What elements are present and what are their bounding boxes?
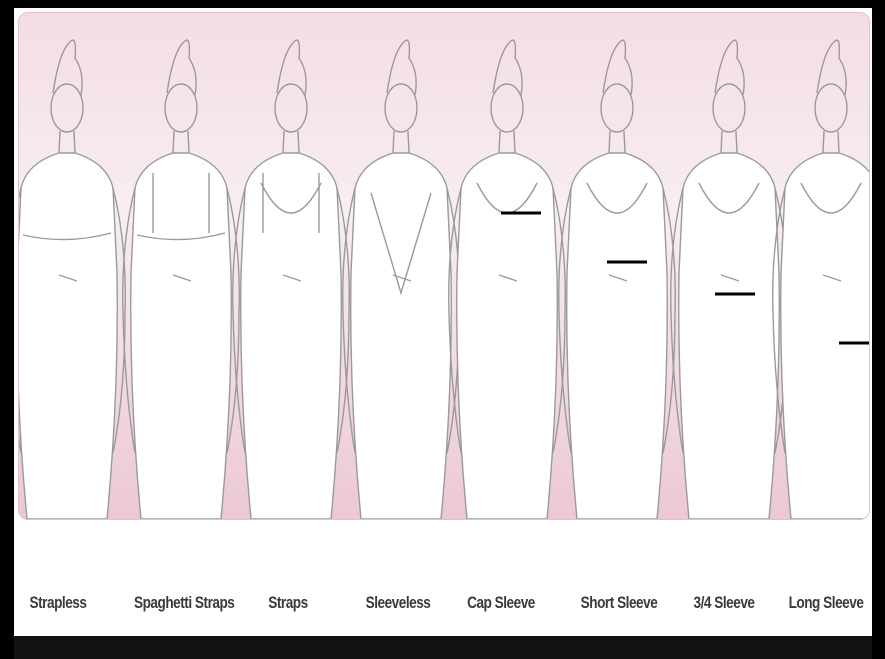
sleeveless-figure <box>343 40 460 519</box>
style-labels: Strapless Spaghetti Straps Straps Sleeve… <box>14 593 872 629</box>
cap-sleeve-figure <box>449 40 566 519</box>
short-sleeve-figure <box>559 40 676 519</box>
long-sleeve-figure <box>773 40 869 519</box>
label-straps: Straps <box>244 593 332 613</box>
figures-svg <box>19 13 869 519</box>
label-short-sleeve: Short Sleeve <box>575 593 663 613</box>
strapless-figure <box>19 40 125 519</box>
label-strapless: Strapless <box>14 593 102 613</box>
label-sleeveless: Sleeveless <box>354 593 442 613</box>
straps-figure <box>233 40 350 519</box>
sleeve-chart-frame: Strapless Spaghetti Straps Straps Sleeve… <box>14 8 872 636</box>
label-long-sleeve: Long Sleeve <box>782 593 870 613</box>
label-spaghetti-straps: Spaghetti Straps <box>134 593 222 613</box>
label-cap-sleeve: Cap Sleeve <box>457 593 545 613</box>
bottom-bar <box>14 636 872 659</box>
label-three-quarter-sleeve: 3/4 Sleeve <box>680 593 768 613</box>
illustration-panel <box>18 12 870 520</box>
three-quarter-sleeve-figure <box>671 40 788 519</box>
spaghetti-straps-figure <box>123 40 240 519</box>
